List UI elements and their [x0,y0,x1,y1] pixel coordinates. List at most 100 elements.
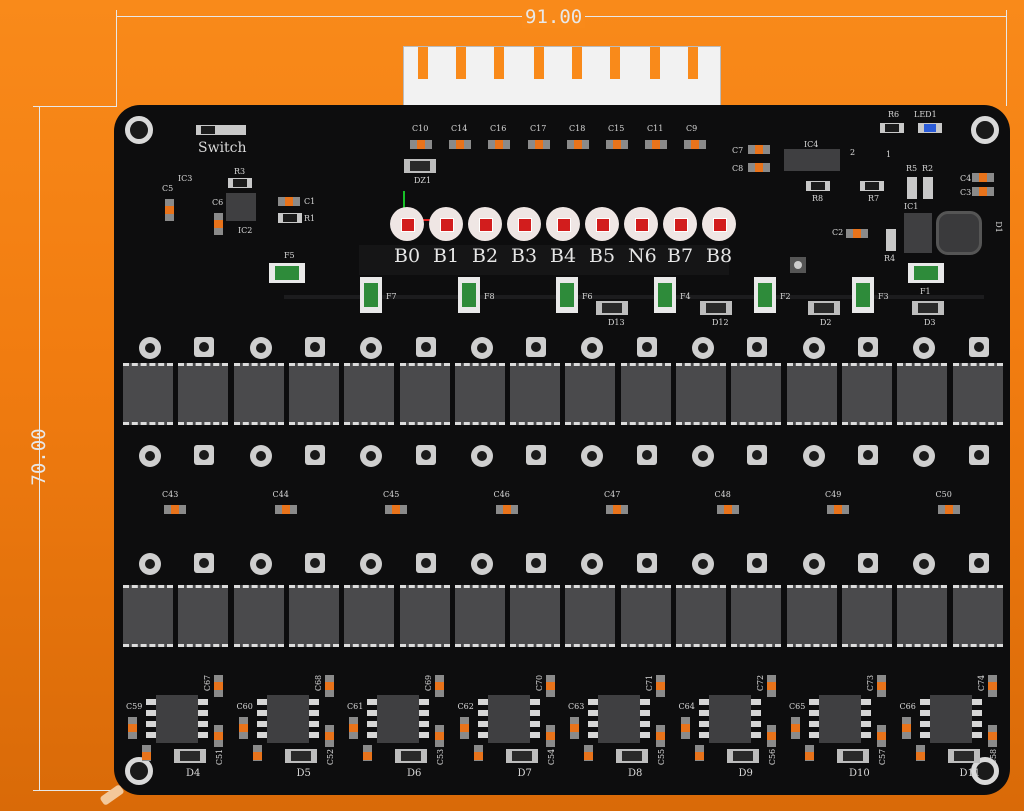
chip-pin [198,732,208,738]
chip-pin [809,699,819,705]
chip-pin [256,732,267,738]
diode-d9 [726,749,759,763]
mounting-hole-tr [971,116,999,144]
label-c3: C3 [960,188,972,197]
resistor-r8 [806,181,830,191]
chip-pin [919,710,930,716]
label-c67: C67 [203,674,213,692]
width-dimension-label: 91.00 [522,6,586,28]
balance-pad-b1[interactable] [429,207,463,241]
label-c63: C63 [568,702,585,711]
via [692,445,714,467]
chip-pin [809,710,819,716]
capacitor-c14 [449,140,471,149]
capacitor-c53 [435,725,444,747]
driver-chip [156,695,198,743]
capacitor-c44 [274,505,297,514]
mosfet [565,585,616,647]
capacitor-c70 [545,675,555,697]
label-c70: C70 [534,674,544,692]
via [304,337,325,357]
via [415,445,436,465]
mosfet [620,585,671,647]
chip-pin [588,710,598,716]
balance-pad-b8[interactable] [702,207,736,241]
via [857,337,878,357]
capacitor-c4 [972,173,994,182]
via [249,445,272,467]
mosfet [399,363,450,425]
capacitor-c8 [748,163,770,172]
capacitor-c74 [987,675,997,697]
chip-pin [198,710,208,716]
mosfet [620,363,671,425]
label-c2: C2 [832,228,844,237]
balance-pad-b7[interactable] [663,207,697,241]
status-led[interactable] [918,123,942,133]
chip-pin [750,721,761,727]
chip-pin [919,699,930,705]
via [968,553,989,573]
label-d6: D6 [407,768,422,779]
switch-component[interactable] [196,125,246,135]
balance-pad-b0[interactable] [390,207,424,241]
fuse-f4 [654,277,676,313]
balance-pad-b3[interactable] [507,207,541,241]
capacitor-c16 [488,140,510,149]
label-c68: C68 [313,674,323,692]
via [470,445,493,467]
chip-pin [698,710,709,716]
fuse-f2 [754,277,776,313]
mounting-hole-bl [125,757,153,785]
label-c69: C69 [424,674,434,692]
capacitor-c45 [385,505,407,514]
capacitor-c62 [459,717,469,739]
capacitor-c59 [128,717,137,739]
label-d5: D5 [296,768,311,779]
chip-pin [256,699,267,705]
label-dz1: DZ1 [414,176,432,185]
chip-pin [477,721,488,727]
label-ic3: IC3 [178,174,193,183]
mosfet [178,585,229,647]
label-r4: R4 [884,254,896,263]
chip-pin [419,710,429,716]
chip-pin [698,699,709,705]
balance-pad-b5[interactable] [585,207,619,241]
capacitor-c46 [495,505,518,514]
mosfet [399,585,450,647]
label-r5: R5 [906,164,918,173]
capacitor-c1 [278,197,300,206]
balance-pad-b4[interactable] [546,207,580,241]
label-c47: C47 [604,490,621,499]
mosfet [565,363,616,425]
balance-pad-n6[interactable] [624,207,658,241]
label-c62: C62 [457,702,474,711]
balance-connector [403,46,721,108]
label-c5: C5 [162,184,174,193]
capacitor-c69 [435,675,444,697]
via [526,337,547,357]
label-r1: R1 [304,214,316,223]
balance-pad-b2[interactable] [468,207,502,241]
chip-pin [861,721,871,727]
label-led1: LED1 [914,110,937,119]
chip-pin [971,699,982,705]
mosfet [288,363,339,425]
via [747,553,768,573]
driver-chip [377,695,419,743]
label-r3: R3 [234,167,246,176]
mosfet [454,363,505,425]
label-c7: C7 [732,146,744,155]
via [194,445,215,465]
label-d2: D2 [820,318,832,327]
via [968,445,989,465]
via [581,337,604,359]
capacitor-c61 [349,717,358,739]
fuse-f3 [852,277,874,313]
chip-pin [146,732,156,738]
resistor-r3 [228,178,252,188]
height-dimension-tick-bottom [33,790,117,791]
mosfet [676,585,726,647]
